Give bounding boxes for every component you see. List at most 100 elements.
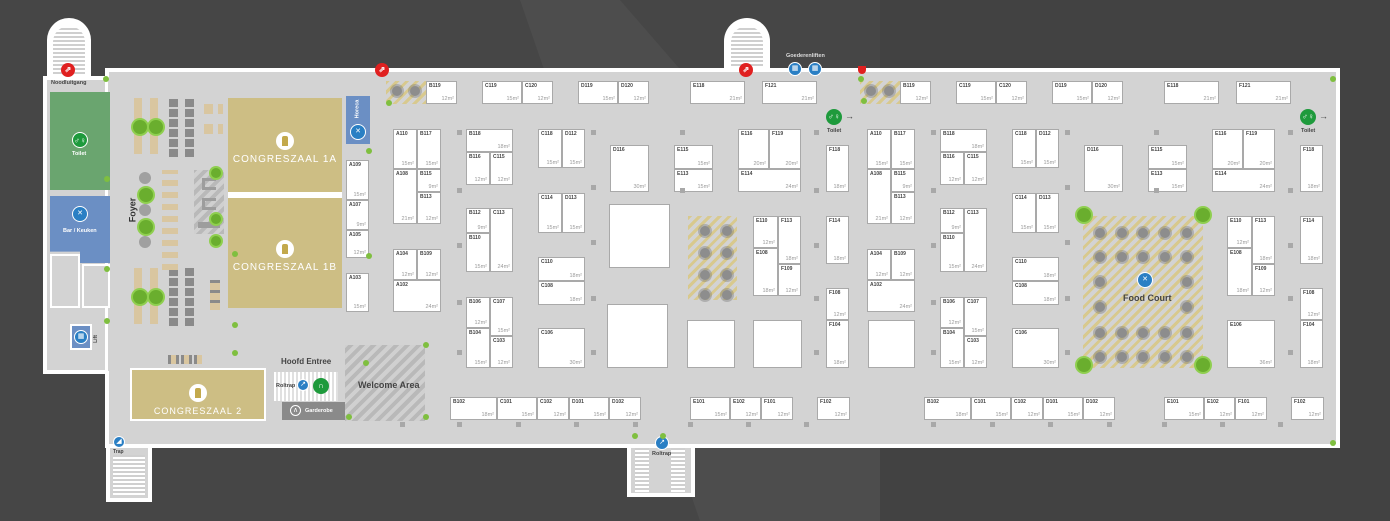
welcome-area[interactable]: [345, 345, 425, 421]
food-court-area[interactable]: [1083, 216, 1203, 368]
congreszaal-1b[interactable]: CONGRESZAAL 1B: [228, 198, 342, 308]
open-space-booth[interactable]: [868, 320, 915, 368]
congreszaal-1a[interactable]: CONGRESZAAL 1A: [228, 98, 342, 192]
open-space-booth[interactable]: [607, 304, 668, 368]
lift-icon[interactable]: ▦: [70, 324, 92, 350]
congreszaal-2[interactable]: CONGRESZAAL 2: [130, 368, 266, 421]
open-space-booth[interactable]: [687, 320, 735, 368]
open-space-booth[interactable]: [753, 320, 802, 368]
open-space-booth[interactable]: [609, 204, 670, 268]
